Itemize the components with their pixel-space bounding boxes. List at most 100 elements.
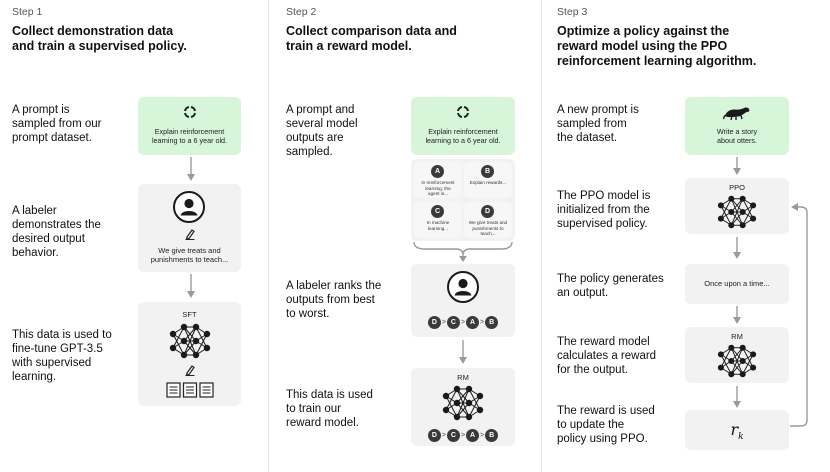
rank-b: B [485,429,499,443]
step-2-rm-box: RM D>C>A>B [411,368,515,446]
nn-node [739,195,746,202]
nn-node [192,337,200,345]
nn-node [728,222,735,229]
bracket-connector [413,241,513,262]
nn-node [739,371,746,378]
feedback-loop-arrow [790,203,808,427]
rank-c: C [446,316,460,330]
rank-a: A [466,316,480,330]
nn-node [192,323,200,331]
arrow-down-icon [733,386,741,408]
step-1-label: Step 1 [12,6,43,18]
nn-node [717,351,724,358]
nn-edge [720,347,732,368]
step-2-rank-box: D>C>A>B [411,264,515,337]
rm-label: RM [731,332,743,341]
nn-node [728,357,735,365]
nn-node [728,371,735,378]
nn-node [739,344,746,351]
nn-node [180,323,188,331]
document-icon [166,382,214,398]
rank-d: D [427,316,441,330]
ranking-row: D>C>A>B [411,427,515,443]
column-divider-1 [268,0,269,472]
nn-node [169,330,177,338]
ranking-row: D>C>A>B [411,314,515,330]
step-3-label: Step 3 [557,6,588,18]
arrow-down-icon [459,340,467,364]
reward-symbol: rk [730,420,744,443]
nn-node [476,406,484,414]
nn-node [728,208,735,216]
step-1-sft-box: SFT [138,302,241,406]
nn-edge [195,333,208,356]
sft-label: SFT [182,310,197,319]
nn-node [169,344,177,352]
nn-node [442,406,450,414]
pencil-icon [185,229,195,240]
ppo-label: PPO [729,183,745,192]
nn-edge [172,326,185,349]
otter-icon [723,107,750,121]
neural-network-icon [717,195,757,229]
rank-a: A [466,429,480,443]
nn-edge [730,347,744,375]
refresh-icon [184,106,196,118]
rank-c: C [446,429,460,443]
column-divider-2 [541,0,542,472]
nn-edge [456,388,470,418]
rank-b: B [485,316,499,330]
nn-node [739,208,746,216]
nn-node [476,392,484,400]
nn-edge [730,198,744,226]
step-3-reward-box: rk [685,410,789,450]
nn-node [465,413,473,421]
arrow-down-icon [187,157,195,181]
nn-node [750,215,757,222]
nn-node [465,399,473,407]
nn-node [739,357,746,365]
step-3-ppo-box: PPO [685,178,789,234]
arrow-down-icon [733,237,741,259]
pencil-icon [185,365,195,376]
nn-node [180,351,188,359]
nn-node [728,344,735,351]
nn-node [728,195,735,202]
nn-node [739,222,746,229]
arrow-down-icon [187,274,195,298]
nn-edge [183,326,197,356]
neural-network-icon [169,323,211,359]
nn-node [717,202,724,209]
step-2-label: Step 2 [286,6,317,18]
nn-node [750,202,757,209]
step-3-rm-box: RM [685,327,789,383]
nn-node [203,330,211,338]
nn-node [465,385,473,393]
nn-node [453,399,461,407]
nn-edge [742,205,754,226]
step-3-output-text: Once upon a time... [704,279,770,288]
nn-edge [445,388,458,411]
nn-node [453,385,461,393]
